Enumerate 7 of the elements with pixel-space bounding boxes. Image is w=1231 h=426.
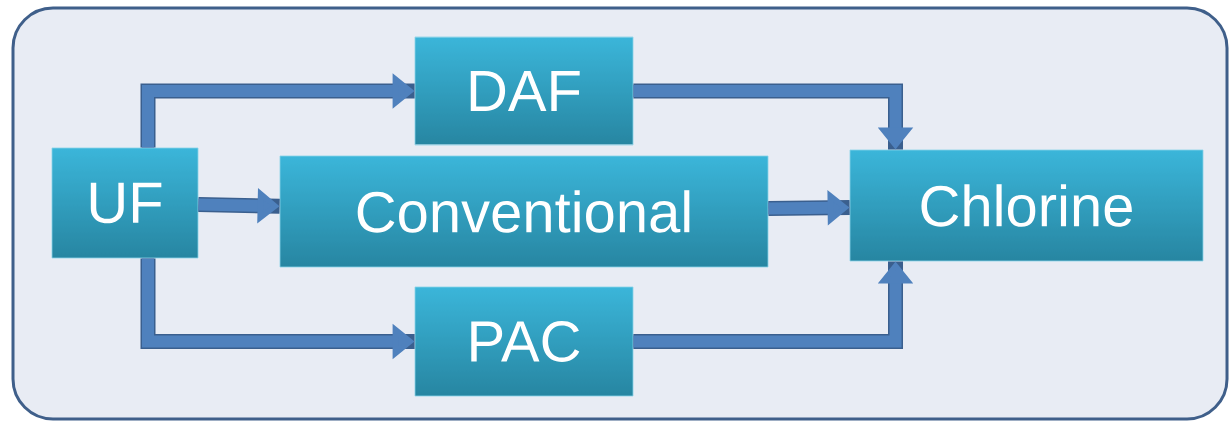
arrow	[633, 83, 914, 150]
process-box: Conventional	[279, 155, 769, 268]
process-box: Chlorine	[849, 149, 1204, 262]
process-box: DAF	[414, 36, 634, 146]
process-box: PAC	[414, 286, 634, 397]
process-box: UF	[51, 147, 199, 259]
arrow	[140, 73, 415, 148]
